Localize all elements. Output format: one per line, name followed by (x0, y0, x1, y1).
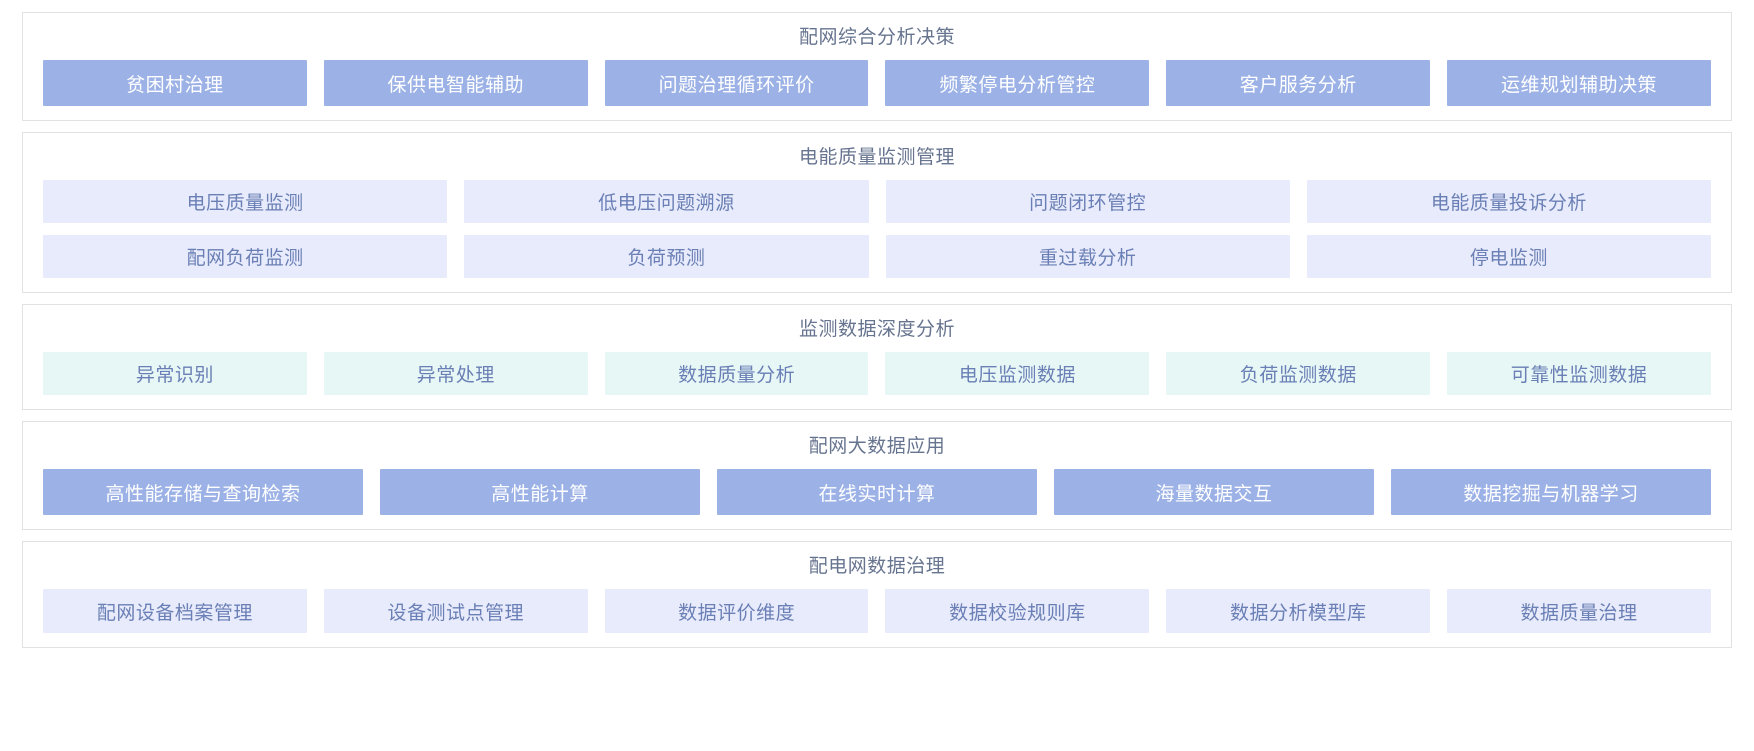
section-title-data-governance: 配电网数据治理 (808, 556, 946, 577)
module-chip[interactable]: 保供电智能辅助 (323, 60, 588, 106)
section-title-decision: 配网综合分析决策 (798, 27, 955, 48)
module-chip[interactable]: 数据分析模型库 (1166, 589, 1431, 633)
module-chip[interactable]: 频繁停电分析管控 (885, 60, 1150, 106)
module-chip[interactable]: 低电压问题溯源 (464, 180, 869, 223)
module-chip[interactable]: 设备测试点管理 (323, 589, 588, 633)
module-chip[interactable]: 负荷预测 (464, 235, 869, 278)
module-chip[interactable]: 海量数据交互 (1054, 469, 1374, 515)
module-chip[interactable]: 数据质量分析 (604, 352, 869, 395)
section-power-quality-row-2: 配网负荷监测 负荷预测 重过载分析 停电监测 (43, 235, 1711, 278)
section-deep-analysis-row-1: 异常识别 异常处理 数据质量分析 电压监测数据 负荷监测数据 可靠性监测数据 (43, 352, 1711, 395)
section-power-quality: 电能质量监测管理 电压质量监测 低电压问题溯源 问题闭环管控 电能质量投诉分析 … (22, 132, 1732, 293)
module-chip[interactable]: 负荷监测数据 (1166, 352, 1431, 395)
section-data-governance-row-1: 配网设备档案管理 设备测试点管理 数据评价维度 数据校验规则库 数据分析模型库 … (43, 589, 1711, 633)
module-chip[interactable]: 问题治理循环评价 (604, 60, 869, 106)
module-chip[interactable]: 停电监测 (1306, 235, 1711, 278)
module-chip[interactable]: 电压质量监测 (43, 180, 448, 223)
section-title-deep-analysis: 监测数据深度分析 (798, 319, 955, 340)
section-title-big-data: 配网大数据应用 (808, 436, 946, 457)
module-chip[interactable]: 可靠性监测数据 (1447, 352, 1711, 395)
section-deep-analysis: 监测数据深度分析 异常识别 异常处理 数据质量分析 电压监测数据 负荷监测数据 … (22, 304, 1732, 410)
module-chip[interactable]: 异常识别 (43, 352, 307, 395)
section-power-quality-row-1: 电压质量监测 低电压问题溯源 问题闭环管控 电能质量投诉分析 (43, 180, 1711, 223)
module-chip[interactable]: 数据校验规则库 (885, 589, 1150, 633)
module-chip[interactable]: 配网设备档案管理 (43, 589, 307, 633)
module-chip[interactable]: 问题闭环管控 (885, 180, 1290, 223)
module-chip[interactable]: 高性能计算 (380, 469, 700, 515)
section-decision-row-1: 贫困村治理 保供电智能辅助 问题治理循环评价 频繁停电分析管控 客户服务分析 运… (43, 60, 1711, 106)
section-title-power-quality: 电能质量监测管理 (798, 147, 955, 168)
module-chip[interactable]: 在线实时计算 (717, 469, 1037, 515)
module-chip[interactable]: 重过载分析 (885, 235, 1290, 278)
module-chip[interactable]: 高性能存储与查询检索 (43, 469, 363, 515)
module-chip[interactable]: 数据质量治理 (1447, 589, 1711, 633)
module-chip[interactable]: 客户服务分析 (1166, 60, 1431, 106)
module-chip[interactable]: 配网负荷监测 (43, 235, 448, 278)
module-chip[interactable]: 电压监测数据 (885, 352, 1150, 395)
section-decision: 配网综合分析决策 贫困村治理 保供电智能辅助 问题治理循环评价 频繁停电分析管控… (22, 12, 1732, 121)
module-chip[interactable]: 异常处理 (323, 352, 588, 395)
module-chip[interactable]: 数据评价维度 (604, 589, 869, 633)
section-big-data-row-1: 高性能存储与查询检索 高性能计算 在线实时计算 海量数据交互 数据挖掘与机器学习 (43, 469, 1711, 515)
module-chip[interactable]: 运维规划辅助决策 (1447, 60, 1711, 106)
section-data-governance: 配电网数据治理 配网设备档案管理 设备测试点管理 数据评价维度 数据校验规则库 … (22, 541, 1732, 648)
section-big-data: 配网大数据应用 高性能存储与查询检索 高性能计算 在线实时计算 海量数据交互 数… (22, 421, 1732, 530)
module-chip[interactable]: 电能质量投诉分析 (1306, 180, 1711, 223)
module-chip[interactable]: 贫困村治理 (43, 60, 307, 106)
module-chip[interactable]: 数据挖掘与机器学习 (1391, 469, 1711, 515)
